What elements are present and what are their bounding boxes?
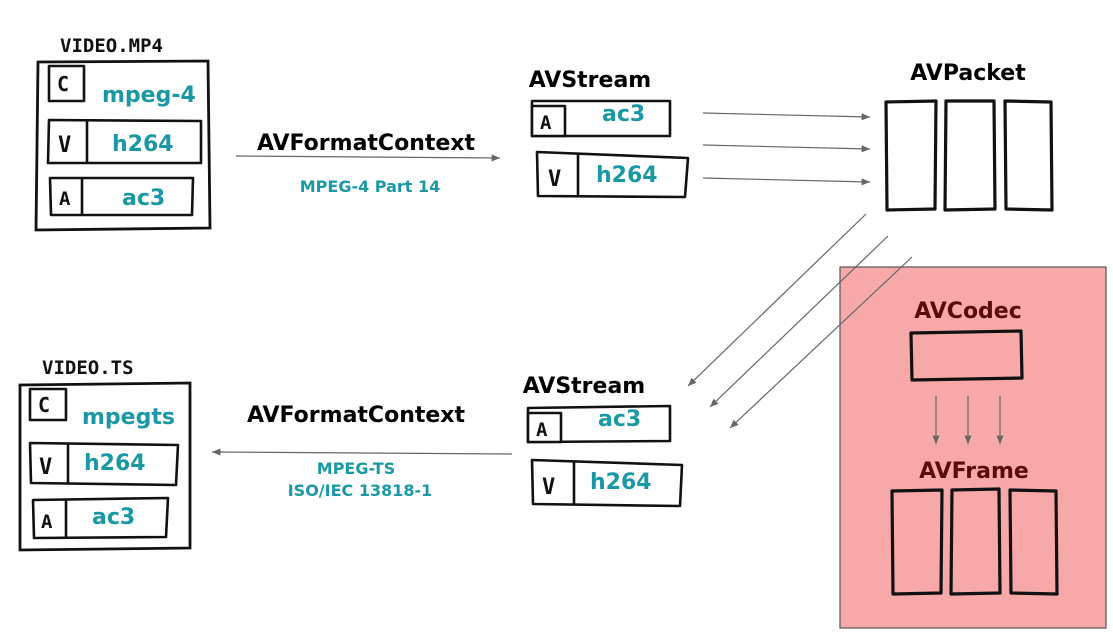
packet-to-stream-arrow-3 bbox=[729, 256, 913, 429]
frame-label: AVFrame bbox=[919, 459, 1029, 484]
input-audio-value: ac3 bbox=[122, 186, 165, 211]
output-stream-audio-letter: A bbox=[536, 419, 548, 441]
frame-group bbox=[890, 487, 1059, 596]
output-stream-video-letter: V bbox=[542, 475, 555, 500]
input-stream-video-value: h264 bbox=[596, 163, 658, 188]
input-stream-video-letter: V bbox=[548, 167, 561, 192]
stream-to-packet-arrow-1 bbox=[702, 112, 871, 121]
demux-label: AVFormatContext bbox=[257, 131, 475, 156]
input-video-letter: V bbox=[58, 133, 71, 158]
stream-to-packet-arrows bbox=[702, 112, 871, 186]
demux-context: AVFormatContext MPEG-4 Part 14 bbox=[235, 131, 501, 196]
output-codec-letter: C bbox=[38, 393, 50, 417]
input-stream-audio-letter-box bbox=[530, 104, 567, 138]
output-video-letter: V bbox=[39, 455, 52, 480]
frame-cell-1 bbox=[890, 488, 944, 596]
frame-cell-2 bbox=[949, 487, 1002, 596]
output-file: VIDEO.TS C mpegts V h264 A ac3 bbox=[18, 357, 192, 552]
output-codec-value: mpegts bbox=[82, 405, 175, 430]
packet-to-stream-arrow-2 bbox=[709, 235, 889, 408]
input-streams: AVStream A ac3 V h264 bbox=[529, 68, 690, 199]
packet-to-stream-arrows bbox=[687, 213, 913, 429]
mux-format-line2: ISO/IEC 13818-1 bbox=[288, 481, 433, 500]
mux-context: AVFormatContext MPEG-TS ISO/IEC 13818-1 bbox=[211, 403, 513, 500]
codec-box bbox=[909, 329, 1024, 382]
packets: AVPacket bbox=[884, 61, 1054, 212]
input-stream-audio-letter: A bbox=[540, 112, 552, 134]
input-codec-value: mpeg-4 bbox=[102, 83, 196, 108]
packet-cell-2 bbox=[943, 99, 997, 212]
packet-to-stream-arrow-1 bbox=[687, 213, 867, 387]
input-file-title: VIDEO.MP4 bbox=[60, 35, 163, 57]
packet-cell-1 bbox=[884, 99, 938, 212]
frame-cell-3 bbox=[1008, 488, 1059, 596]
mux-label: AVFormatContext bbox=[247, 403, 465, 428]
output-file-title: VIDEO.TS bbox=[42, 357, 134, 379]
input-file: VIDEO.MP4 C mpeg-4 V h264 A ac3 bbox=[34, 35, 212, 232]
input-audio-row-box bbox=[48, 176, 195, 217]
output-stream-video-box bbox=[530, 458, 684, 508]
demux-format: MPEG-4 Part 14 bbox=[300, 177, 441, 196]
mux-format-line1: MPEG-TS bbox=[317, 459, 395, 478]
input-video-value: h264 bbox=[112, 132, 174, 157]
input-streams-label: AVStream bbox=[529, 68, 651, 93]
output-audio-value: ac3 bbox=[92, 505, 135, 530]
output-streams-label: AVStream bbox=[523, 374, 645, 399]
output-video-value: h264 bbox=[84, 451, 146, 476]
demux-arrow bbox=[235, 154, 501, 162]
stream-to-packet-arrow-3 bbox=[702, 177, 871, 186]
mux-arrow bbox=[211, 448, 513, 456]
input-audio-letter: A bbox=[59, 188, 71, 210]
output-streams: AVStream A ac3 V h264 bbox=[523, 374, 684, 508]
output-stream-audio-letter-box bbox=[526, 411, 563, 444]
packet-cell-3 bbox=[1003, 99, 1054, 212]
input-stream-audio-value: ac3 bbox=[602, 102, 645, 127]
input-stream-video-box bbox=[535, 150, 690, 199]
output-audio-letter: A bbox=[41, 511, 53, 533]
codec-panel-background bbox=[839, 266, 1107, 629]
codec-panel: AVCodec AVFrame bbox=[839, 266, 1107, 629]
output-stream-video-value: h264 bbox=[590, 470, 652, 495]
output-stream-audio-value: ac3 bbox=[598, 407, 641, 432]
input-codec-letter-box bbox=[47, 64, 86, 103]
input-codec-letter: C bbox=[57, 72, 69, 96]
output-codec-letter-box bbox=[28, 387, 68, 422]
packets-label: AVPacket bbox=[910, 61, 1026, 86]
stream-to-packet-arrow-2 bbox=[702, 144, 871, 153]
codec-label: AVCodec bbox=[914, 299, 1022, 324]
